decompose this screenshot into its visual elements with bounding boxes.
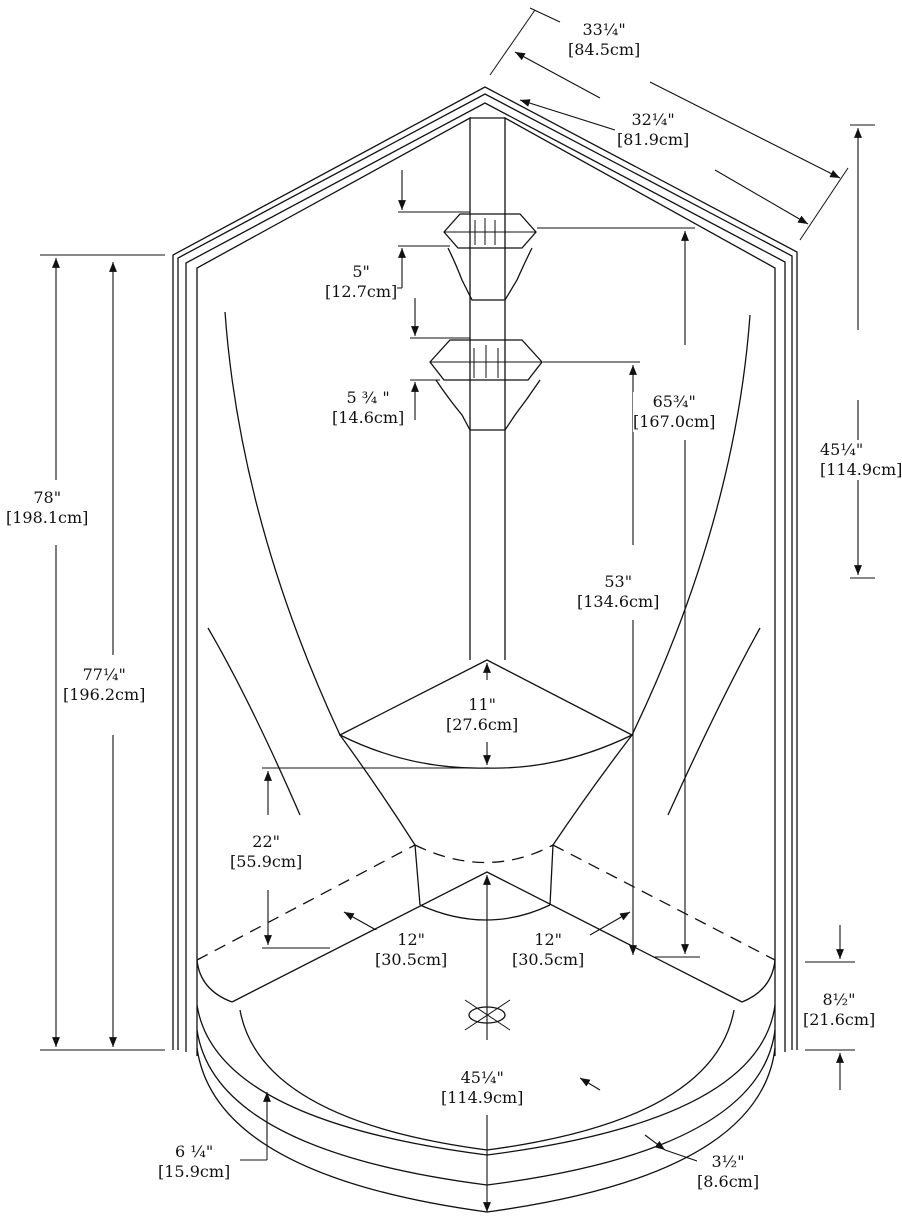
wall-curves — [207, 311, 761, 816]
dim-right-side-wall: 12" [30.5cm] — [512, 930, 585, 970]
dim-curb-width: 3½" [8.6cm] — [697, 1152, 760, 1192]
dim-seat-height: 22" [55.9cm] — [230, 832, 303, 872]
dim-curb-height: 6 ¼" [15.9cm] — [158, 1142, 231, 1182]
dim-left-side-wall: 12" [30.5cm] — [375, 930, 448, 970]
corner-seat — [338, 659, 634, 921]
dim-top-outer-width: 33¼" [84.5cm] — [568, 20, 641, 60]
shower-base — [196, 844, 776, 1213]
dim-threshold-height: 8½" [21.6cm] — [803, 990, 876, 1030]
upper-shelf — [443, 213, 537, 301]
enclosure-frame — [172, 86, 798, 1056]
dim-right-depth: 45¼" [114.9cm] — [820, 440, 902, 480]
middle-shelf — [429, 339, 543, 431]
dim-upper-shelf-height: 65¾" [167.0cm] — [633, 392, 716, 432]
dim-lower-shelf-height: 53" [134.6cm] — [577, 572, 660, 612]
dim-top-inner-width: 32¼" [81.9cm] — [617, 110, 690, 150]
dim-overall-height: 78" [198.1cm] — [6, 488, 89, 528]
dimension-lines — [40, 7, 875, 1212]
dim-shelf-spacing-top: 5" [12.7cm] — [325, 262, 398, 302]
dim-shelf-spacing-mid: 5 ¾ " [14.6cm] — [332, 388, 405, 428]
dim-inner-height: 77¼" [196.2cm] — [63, 665, 146, 705]
dim-seat-depth: 11" [27.6cm] — [446, 695, 519, 735]
shower-drawing — [40, 7, 875, 1213]
dim-base-depth: 45¼" [114.9cm] — [441, 1068, 524, 1108]
